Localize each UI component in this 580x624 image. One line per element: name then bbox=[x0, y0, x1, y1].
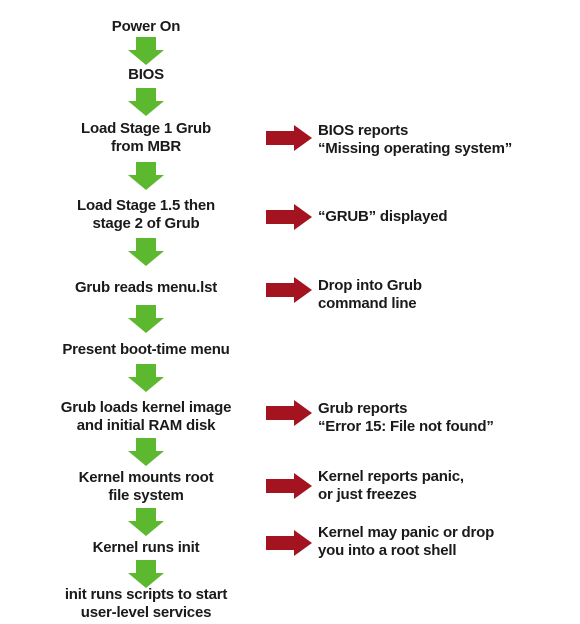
right-arrow-icon bbox=[266, 530, 312, 556]
right-arrow-icon bbox=[266, 473, 312, 499]
failure-bios-missing-os-line-1: BIOS reports bbox=[318, 122, 409, 139]
failure-grub-displayed-line-1: “GRUB” displayed bbox=[318, 208, 448, 225]
step-load-stage-1-line-2: from MBR bbox=[110, 138, 182, 155]
step-init-runs-scripts-line-2: user-level services bbox=[80, 604, 212, 621]
failure-root-shell-line-2: you into a root shell bbox=[318, 542, 457, 559]
step-load-stage-1-5-line-1: Load Stage 1.5 then bbox=[77, 197, 215, 214]
failure-grub-displayed: “GRUB” displayed bbox=[318, 208, 580, 226]
failure-bios-missing-os: BIOS reports “Missing operating system” bbox=[318, 122, 580, 158]
step-kernel-mounts-root-line-1: Kernel mounts root bbox=[78, 469, 214, 486]
right-arrow-icon bbox=[266, 400, 312, 426]
down-arrow-icon bbox=[128, 364, 164, 392]
right-arrow-icon bbox=[266, 204, 312, 230]
right-arrow-icon bbox=[266, 125, 312, 151]
step-load-stage-1: Load Stage 1 Grub from MBR bbox=[16, 120, 276, 156]
step-grub-loads-kernel-line-2: and initial RAM disk bbox=[76, 417, 216, 434]
failure-root-shell: Kernel may panic or drop you into a root… bbox=[318, 524, 580, 560]
down-arrow-icon bbox=[128, 162, 164, 190]
step-load-stage-1-5-line-2: stage 2 of Grub bbox=[92, 215, 200, 232]
down-arrow-icon bbox=[128, 560, 164, 588]
down-arrow-icon bbox=[128, 305, 164, 333]
step-init-runs-scripts: init runs scripts to start user-level se… bbox=[16, 586, 276, 622]
step-grub-reads-menu: Grub reads menu.lst bbox=[16, 279, 276, 297]
failure-error-15-line-2: “Error 15: File not found” bbox=[318, 418, 494, 435]
failure-grub-command-line-line-1: Drop into Grub bbox=[318, 277, 422, 294]
step-present-boot-menu-line-1: Present boot-time menu bbox=[62, 341, 230, 358]
failure-root-shell-line-1: Kernel may panic or drop bbox=[318, 524, 495, 541]
failure-grub-command-line: Drop into Grub command line bbox=[318, 277, 580, 313]
step-grub-loads-kernel-line-1: Grub loads kernel image bbox=[60, 399, 232, 416]
failure-kernel-panic-line-1: Kernel reports panic, bbox=[318, 468, 464, 485]
failure-kernel-panic-line-2: or just freezes bbox=[318, 486, 417, 503]
step-bios: BIOS bbox=[16, 66, 276, 84]
step-kernel-mounts-root-line-2: file system bbox=[108, 487, 184, 504]
down-arrow-icon bbox=[128, 238, 164, 266]
step-grub-loads-kernel: Grub loads kernel image and initial RAM … bbox=[16, 399, 276, 435]
right-arrow-icon bbox=[266, 277, 312, 303]
down-arrow-icon bbox=[128, 508, 164, 536]
down-arrow-icon bbox=[128, 88, 164, 116]
step-bios-line-1: BIOS bbox=[128, 66, 164, 83]
step-present-boot-menu: Present boot-time menu bbox=[16, 341, 276, 359]
failure-error-15: Grub reports “Error 15: File not found” bbox=[318, 400, 580, 436]
down-arrow-icon bbox=[128, 438, 164, 466]
failure-kernel-panic: Kernel reports panic, or just freezes bbox=[318, 468, 580, 504]
step-kernel-mounts-root: Kernel mounts root file system bbox=[16, 469, 276, 505]
failure-error-15-line-1: Grub reports bbox=[318, 400, 408, 417]
step-init-runs-scripts-line-1: init runs scripts to start bbox=[64, 586, 228, 603]
step-power-on: Power On bbox=[16, 18, 276, 36]
step-load-stage-1-5: Load Stage 1.5 then stage 2 of Grub bbox=[16, 197, 276, 233]
step-grub-reads-menu-line-1: Grub reads menu.lst bbox=[74, 279, 218, 296]
down-arrow-icon bbox=[128, 37, 164, 65]
failure-bios-missing-os-line-2: “Missing operating system” bbox=[318, 140, 513, 157]
step-power-on-line-1: Power On bbox=[111, 18, 181, 35]
step-kernel-runs-init: Kernel runs init bbox=[16, 539, 276, 557]
step-load-stage-1-line-1: Load Stage 1 Grub bbox=[81, 120, 211, 137]
step-kernel-runs-init-line-1: Kernel runs init bbox=[92, 539, 200, 556]
failure-grub-command-line-line-2: command line bbox=[318, 295, 417, 312]
